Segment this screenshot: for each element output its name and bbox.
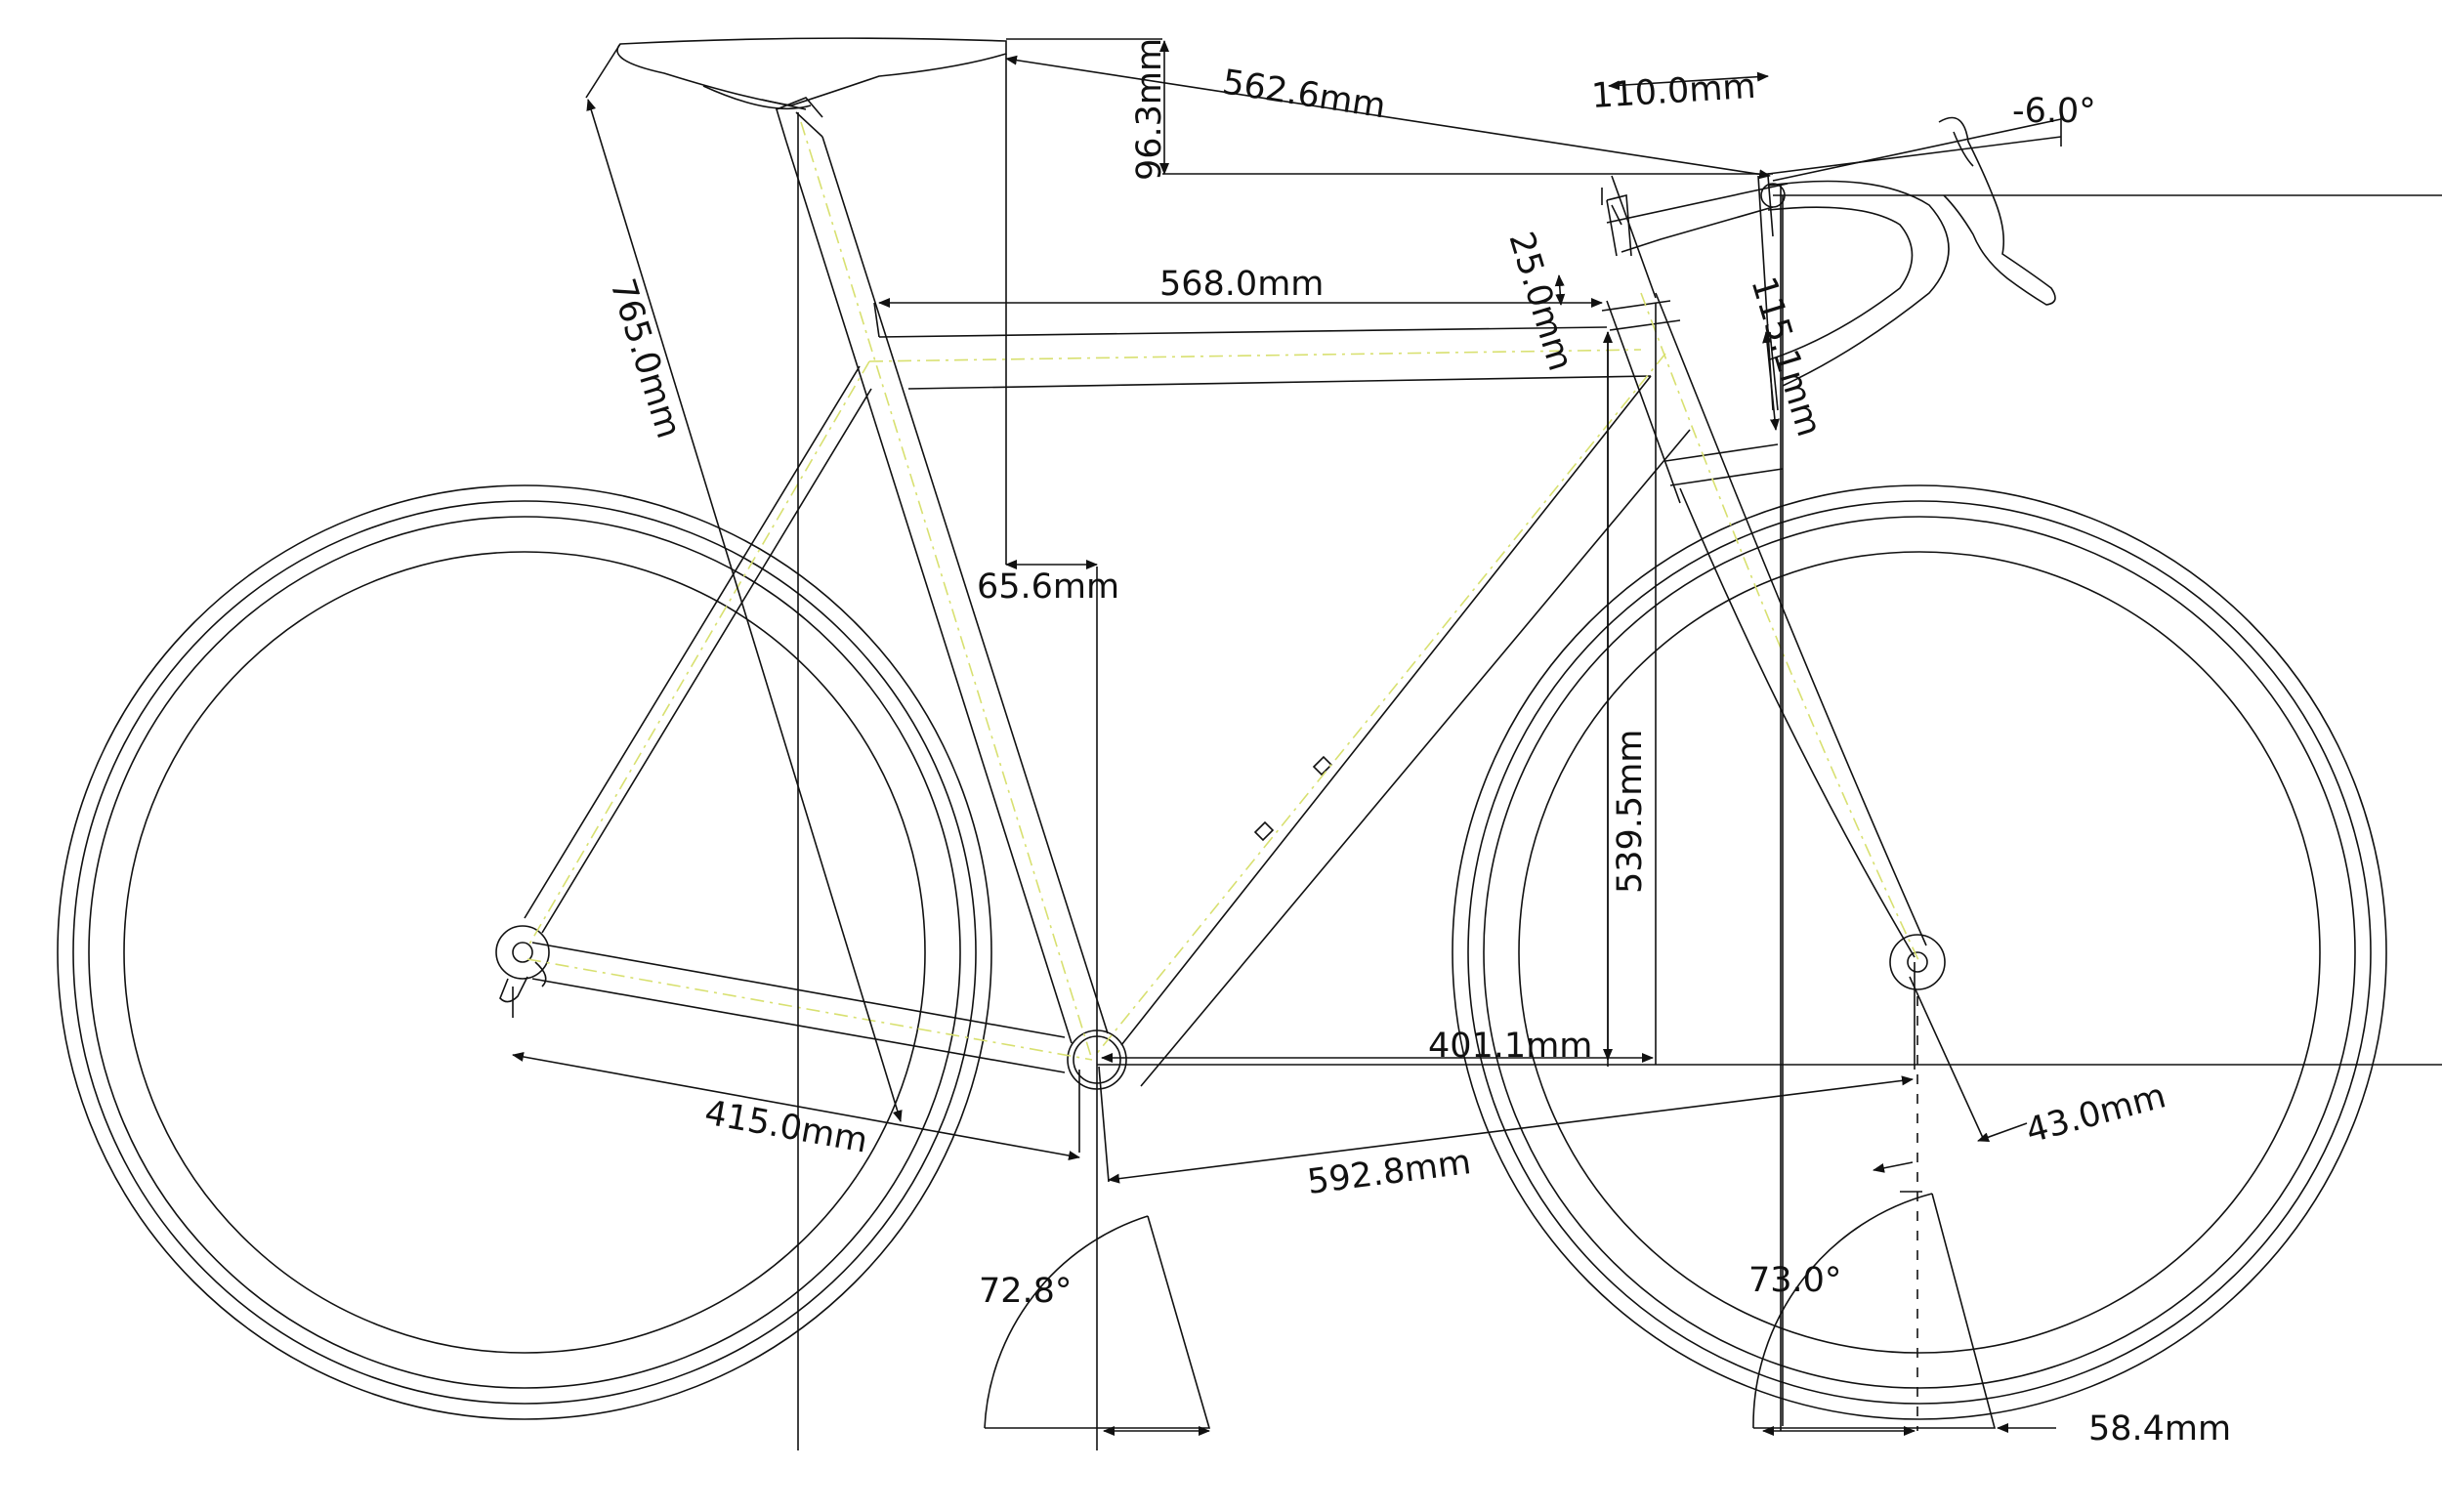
headset-stack-label: 25.0mm xyxy=(1500,228,1579,375)
dimension-arrows xyxy=(512,40,2056,1436)
stack-label: 539.5mm xyxy=(1611,730,1650,894)
stem-angle-label: -6.0° xyxy=(2012,92,2096,131)
fork-offset-label: 43.0mm xyxy=(2022,1076,2169,1151)
rear-wheel xyxy=(57,484,992,1420)
saddle xyxy=(616,37,1007,110)
front-wheel xyxy=(1452,484,2387,1420)
brake-lever xyxy=(1938,116,2056,306)
saddle-setback-label: 562.6mm xyxy=(1220,63,1389,126)
top-tube-length-label: 568.0mm xyxy=(1159,265,1324,304)
reference-lines xyxy=(512,38,2442,1450)
head-angle-label: 73.0° xyxy=(1748,1261,1841,1300)
head-tube-length-label: 115.1mm xyxy=(1743,273,1828,441)
dimension-labels: 562.6mm 96.3mm 110.0mm -6.0° 765.0mm 568… xyxy=(602,38,2231,1449)
head-angle-wedge xyxy=(1752,1193,1997,1429)
saddle-drop-label: 96.3mm xyxy=(1130,38,1169,181)
seat-tube-length-label: 765.0mm xyxy=(602,274,688,443)
frame-centerlines xyxy=(526,121,1920,1061)
rear-hub xyxy=(495,925,550,1003)
stem-length-label: 110.0mm xyxy=(1590,67,1757,116)
seat-angle-label: 72.8° xyxy=(979,1272,1072,1311)
front-hub xyxy=(1889,934,1946,990)
trail-label: 58.4mm xyxy=(2088,1409,2231,1449)
reach-label: 401.1mm xyxy=(1428,1027,1592,1066)
seat-setback-label: 65.6mm xyxy=(977,567,1119,607)
